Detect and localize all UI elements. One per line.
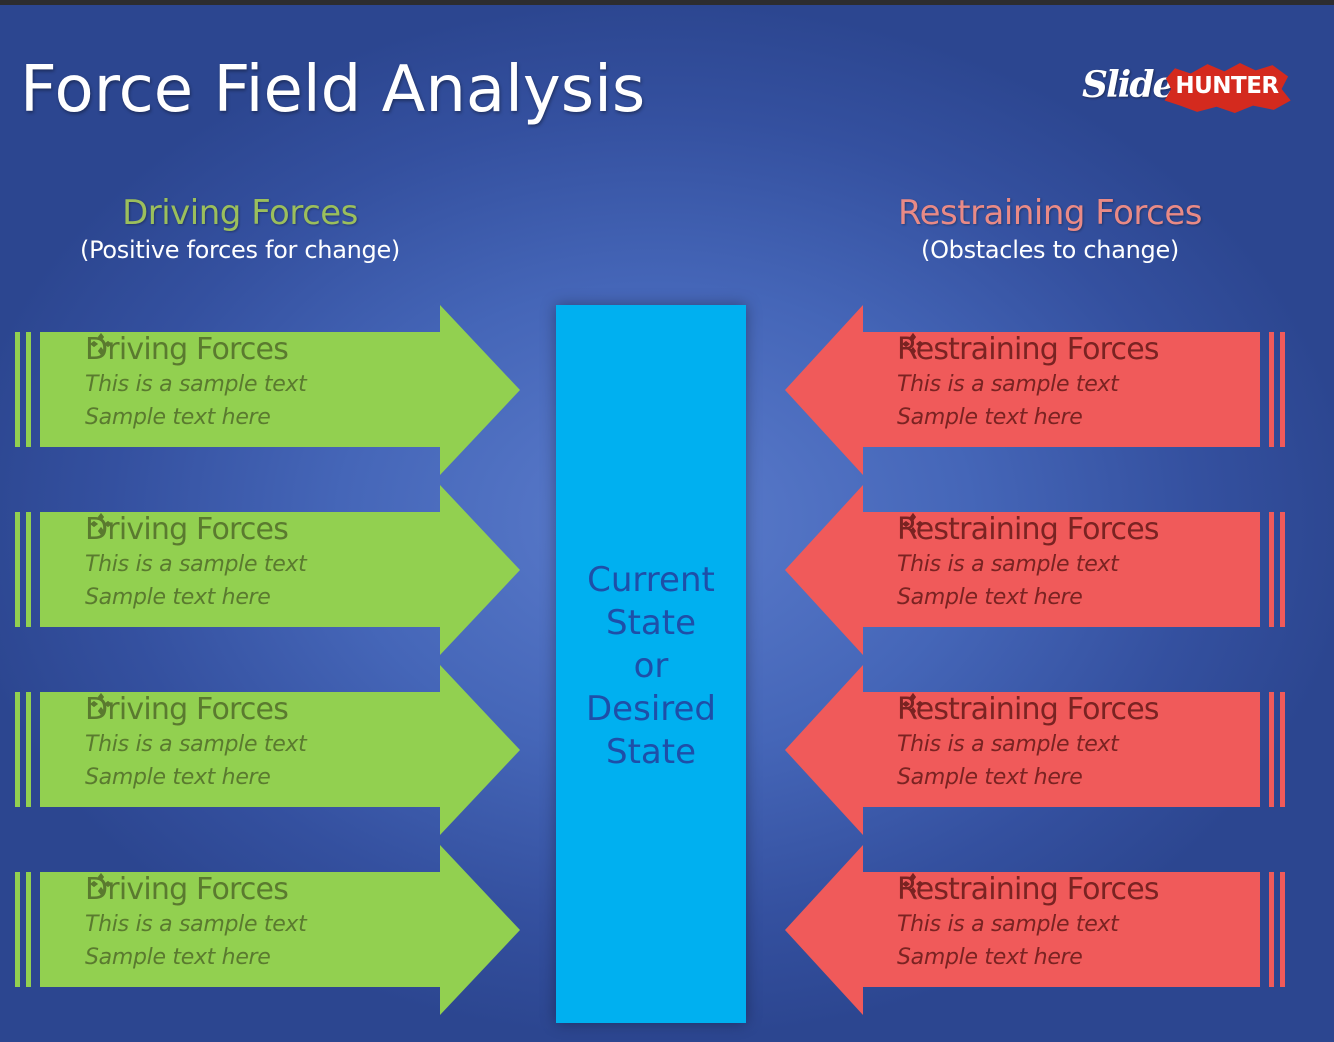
force-bullet-text: This is a sample text <box>85 372 307 397</box>
force-bullet: This is a sample text <box>85 513 307 581</box>
force-title: Driving Forces <box>85 332 289 367</box>
force-bullet: This is a sample text <box>897 333 1159 401</box>
center-line: Desired <box>586 689 716 729</box>
force-title: Driving Forces <box>85 692 289 727</box>
restraining-forces-header: Restraining Forces (Obstacles to change) <box>850 192 1250 266</box>
force-title: Driving Forces <box>85 872 289 907</box>
force-bullet: This is a sample text <box>85 693 307 761</box>
force-bullet: Sample text here <box>897 693 1159 794</box>
diamond-bullet-icon <box>90 513 112 535</box>
center-line: or <box>633 646 669 686</box>
force-bullet: This is a sample text <box>897 873 1159 941</box>
diamond-bullet-icon <box>902 513 924 535</box>
force-bullet-text: This is a sample text <box>85 732 307 757</box>
current-state-label: Current State or Desired State <box>556 559 746 774</box>
logo-hunter-text: HUNTER <box>1175 73 1279 99</box>
force-bullet-text: Sample text here <box>897 765 1083 790</box>
center-line: State <box>606 732 696 772</box>
left-arrow-shape <box>785 845 1285 1015</box>
right-arrow-shape <box>15 305 520 475</box>
force-bullet: Sample text here <box>897 513 1159 614</box>
force-bullet: Sample text here <box>897 333 1159 434</box>
driving-forces-heading: Driving Forces <box>122 193 358 233</box>
top-bar <box>0 0 1334 5</box>
diamond-bullet-icon <box>902 873 924 895</box>
diamond-bullet-icon <box>90 873 112 895</box>
force-bullet-text: This is a sample text <box>897 732 1119 757</box>
left-arrow-shape <box>785 305 1285 475</box>
restraining-forces-heading: Restraining Forces <box>898 193 1202 233</box>
force-bullet-text: Sample text here <box>85 765 271 790</box>
force-bullet-text: Sample text here <box>85 945 271 970</box>
restraining-forces-subheading: (Obstacles to change) <box>921 236 1179 264</box>
force-bullet: Sample text here <box>85 513 306 614</box>
force-bullet-text: Sample text here <box>897 405 1083 430</box>
force-title: Restraining Forces <box>897 692 1160 727</box>
force-bullet-text: This is a sample text <box>85 552 307 577</box>
force-bullet: This is a sample text <box>85 873 307 941</box>
logo-slide-text: Slide <box>1082 64 1175 106</box>
force-bullet: Sample text here <box>85 873 306 974</box>
current-state-box: Current State or Desired State <box>556 305 746 1023</box>
force-bullet: This is a sample text <box>85 333 307 401</box>
force-bullet: Sample text here <box>897 873 1159 974</box>
force-bullet-text: This is a sample text <box>897 552 1119 577</box>
right-arrow-shape <box>15 665 520 835</box>
right-arrow-shape <box>15 485 520 655</box>
driving-forces-subheading: (Positive forces for change) <box>80 236 400 264</box>
diamond-bullet-icon <box>902 333 924 355</box>
force-bullet: This is a sample text <box>897 513 1159 581</box>
force-title: Restraining Forces <box>897 332 1160 367</box>
force-bullet: Sample text here <box>85 693 306 794</box>
force-bullet-text: Sample text here <box>85 405 271 430</box>
force-bullet: This is a sample text <box>897 693 1159 761</box>
left-arrow-shape <box>785 665 1285 835</box>
force-title: Restraining Forces <box>897 512 1160 547</box>
force-title: Restraining Forces <box>897 872 1160 907</box>
left-arrow-shape <box>785 485 1285 655</box>
right-arrow-shape <box>15 845 520 1015</box>
force-bullet-text: Sample text here <box>897 585 1083 610</box>
diamond-bullet-icon <box>90 333 112 355</box>
force-bullet: Sample text here <box>85 333 306 434</box>
slide-title: Force Field Analysis <box>20 53 646 127</box>
force-bullet-text: This is a sample text <box>85 912 307 937</box>
force-bullet-text: Sample text here <box>85 585 271 610</box>
diamond-bullet-icon <box>902 693 924 715</box>
center-line: State <box>606 603 696 643</box>
diamond-bullet-icon <box>90 693 112 715</box>
driving-forces-header: Driving Forces (Positive forces for chan… <box>30 192 450 266</box>
center-line: Current <box>587 560 715 600</box>
force-bullet-text: This is a sample text <box>897 912 1119 937</box>
force-bullet-text: This is a sample text <box>897 372 1119 397</box>
force-title: Driving Forces <box>85 512 289 547</box>
slidehunter-logo: Slide HUNTER <box>1082 60 1292 116</box>
force-bullet-text: Sample text here <box>897 945 1083 970</box>
